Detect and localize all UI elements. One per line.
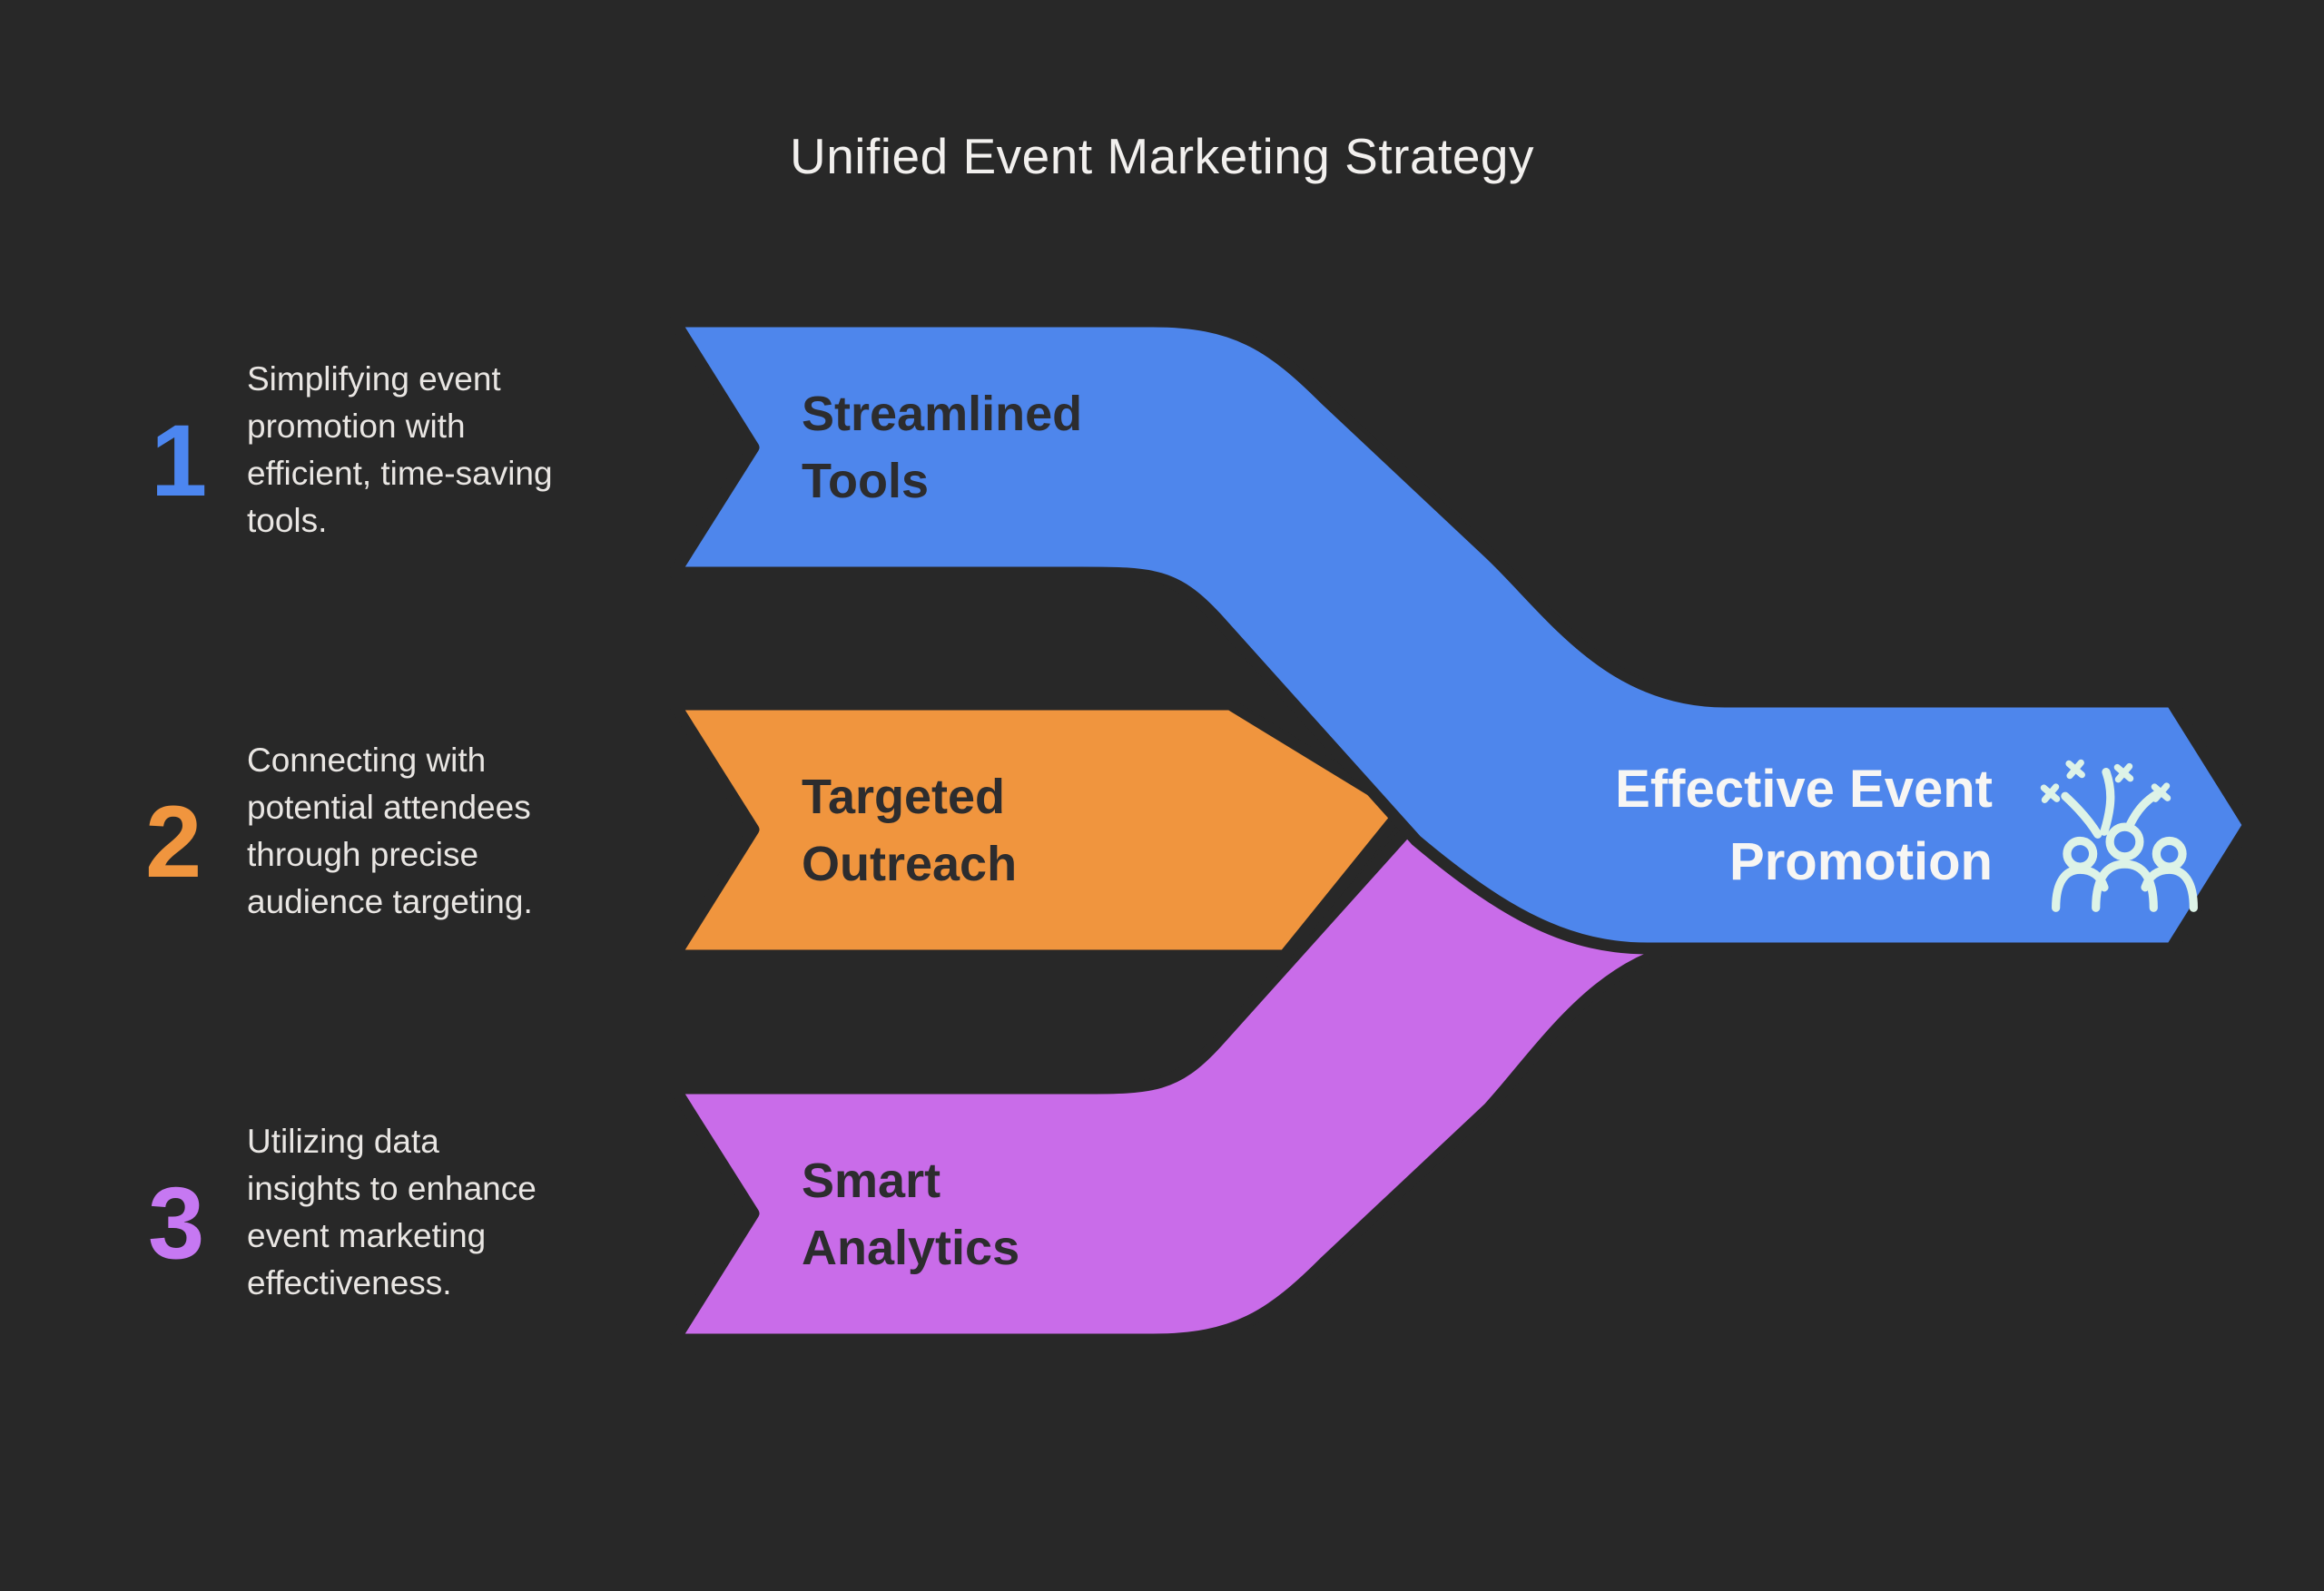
- banner-label-targeted-outreach: Targeted Outreach: [802, 769, 1018, 891]
- step-description-2: Connecting with potential attendees thro…: [247, 741, 533, 920]
- banner-label-smart-analytics: Smart Analytics: [802, 1153, 1020, 1275]
- sparkle-icon: [2065, 759, 2085, 780]
- sparkle-icon: [2151, 782, 2171, 802]
- step-description-3: Utilizing data insights to enhance event…: [247, 1123, 537, 1301]
- person-head-left: [2063, 836, 2098, 871]
- step-number-1: 1: [151, 404, 208, 517]
- person-head-right: [2152, 836, 2187, 871]
- crowd-celebration-icon: [2040, 759, 2198, 912]
- ribbon-streamlined-tools: [668, 315, 2255, 955]
- person-head-center: [2105, 822, 2144, 861]
- step-description-1: Simplifying event promotion with efficie…: [247, 360, 553, 539]
- streamer-left: [2061, 791, 2102, 839]
- ribbon-targeted-outreach: [668, 698, 1409, 962]
- sparkle-icon: [2040, 783, 2061, 803]
- page-title: Unified Event Marketing Strategy: [790, 128, 1534, 184]
- banner-label-streamlined-tools: Streamlined Tools: [802, 386, 1083, 508]
- step-number-3: 3: [148, 1166, 205, 1280]
- sparkle-icon: [2113, 762, 2134, 783]
- streamer-middle: [2100, 767, 2115, 836]
- person-body-center: [2092, 859, 2158, 912]
- step-number-2: 2: [145, 785, 202, 899]
- result-label: Effective Event Promotion: [1615, 760, 1993, 891]
